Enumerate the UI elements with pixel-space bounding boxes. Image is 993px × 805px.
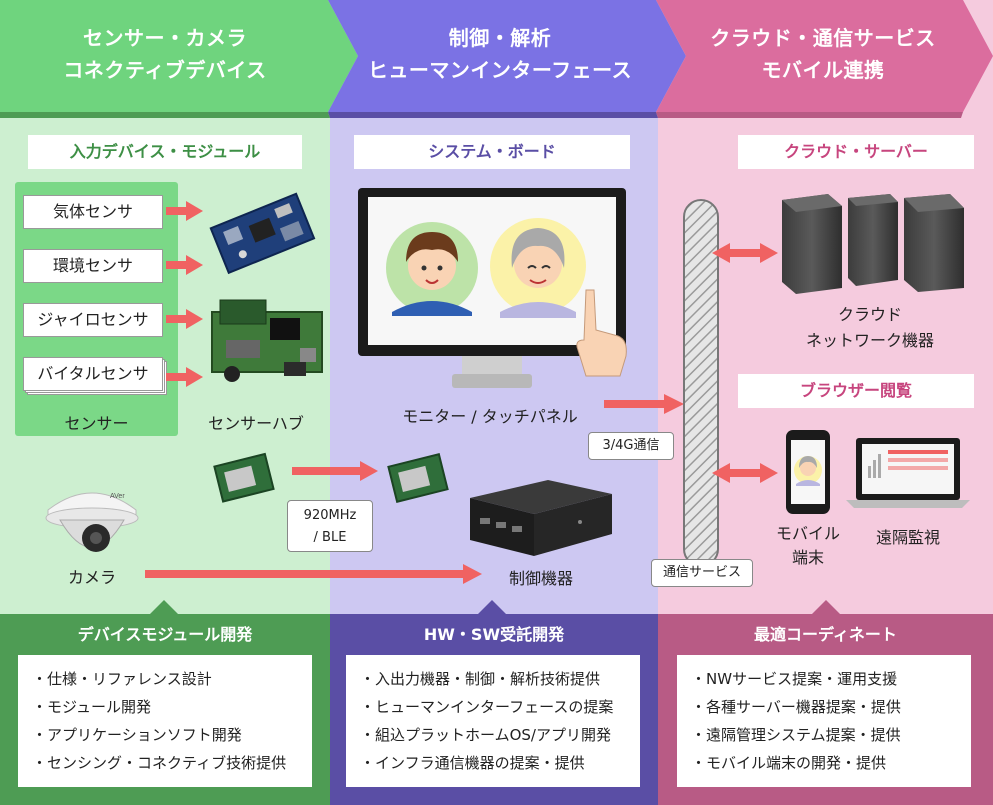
list-item: 各種サーバー機器提案・提供	[691, 693, 971, 721]
sensor-arrow-2	[166, 255, 203, 275]
list-item: NWサービス提案・運用支援	[691, 665, 971, 693]
left-header-band	[0, 0, 358, 112]
list-item: 遠隔管理システム提案・提供	[691, 721, 971, 749]
controller-label: 制御機器	[508, 569, 573, 588]
camera-image: AVer	[45, 492, 139, 552]
list-item: インフラ通信機器の提案・提供	[360, 749, 640, 777]
list-item: アプリケーションソフト開発	[32, 721, 312, 749]
remote-label: 遠隔監視	[875, 528, 940, 547]
middle-bullet-list: 入出力機器・制御・解析技術提供 ヒューマンインターフェースの提案 組込プラットホ…	[346, 655, 640, 787]
cloud-label: クラウド ネットワーク機器	[805, 305, 934, 350]
left-bottom-notch	[150, 600, 178, 614]
sensor-group-label: センサー	[64, 414, 129, 433]
right-header-title: クラウド・通信サービス モバイル連携	[710, 26, 936, 82]
right-header-shadow	[656, 112, 963, 118]
sensor-hub-image	[211, 299, 323, 382]
monitor-arrow	[604, 394, 684, 414]
controller-image	[470, 480, 612, 556]
sensor-arrow-1	[166, 201, 203, 221]
monitor-image	[358, 188, 627, 388]
list-item: 入出力機器・制御・解析技術提供	[360, 665, 640, 693]
left-bullet-list: 仕様・リファレンス設計 モジュール開発 アプリケーションソフト開発 センシング・…	[18, 655, 312, 787]
right-section-title: クラウド・サーバー	[738, 135, 974, 169]
monitor-label: モニター / タッチパネル	[402, 407, 578, 426]
mobile-label: モバイル 端末	[775, 524, 840, 567]
mobile-network-tag: 3/4G通信	[588, 432, 674, 460]
right-bottom-notch	[812, 600, 840, 614]
sensor-environment: 環境センサ	[23, 249, 163, 283]
browser-title: ブラウザー閲覧	[738, 374, 974, 408]
server-1-image	[782, 194, 842, 294]
right-header-band	[656, 0, 993, 112]
middle-header-shadow	[328, 112, 658, 118]
middle-header-title: 制御・解析 ヒューマンインターフェース	[367, 26, 633, 82]
camera-label: カメラ	[67, 568, 116, 587]
server-2-image	[848, 194, 898, 286]
svg-text:AVer: AVer	[110, 493, 125, 500]
list-item: センシング・コネクティブ技術提供	[32, 749, 312, 777]
list-item: 仕様・リファレンス設計	[32, 665, 312, 693]
header-chevrons	[0, 0, 993, 118]
sensor-gyro: ジャイロセンサ	[23, 303, 163, 337]
radio-tag: 920MHz / BLE	[287, 500, 373, 552]
left-section-title: 入力デバイス・モジュール	[28, 135, 302, 169]
sensor-vital: バイタルセンサ	[23, 357, 163, 391]
laptop-image	[846, 438, 970, 508]
camera-arrow	[145, 564, 482, 584]
right-bottom-title: 最適コーディネート	[754, 625, 897, 644]
smartphone-image	[786, 430, 830, 514]
cloud-double-arrow	[712, 243, 778, 263]
sensor-board-image	[209, 192, 316, 275]
mobile-double-arrow	[712, 463, 778, 483]
radio-link-arrow	[292, 461, 378, 481]
list-item: モバイル端末の開発・提供	[691, 749, 971, 777]
radio-module-right-image	[387, 453, 449, 503]
list-item: モジュール開発	[32, 693, 312, 721]
server-3-image	[904, 194, 964, 292]
communication-bar	[683, 199, 719, 567]
left-header-title: センサー・カメラ コネクティブデバイス	[63, 26, 267, 82]
left-bottom-title: デバイスモジュール開発	[77, 625, 253, 644]
comm-service-tag: 通信サービス	[651, 559, 753, 587]
radio-module-left-image	[213, 452, 275, 503]
middle-bottom-title: HW・SW受託開発	[423, 625, 565, 644]
middle-header-band	[328, 0, 686, 112]
middle-bottom-notch	[478, 600, 506, 614]
sensor-arrow-4	[166, 367, 203, 387]
sensor-hub-label: センサーハブ	[208, 414, 304, 433]
list-item: 組込プラットホームOS/アプリ開発	[360, 721, 640, 749]
right-bullet-list: NWサービス提案・運用支援 各種サーバー機器提案・提供 遠隔管理システム提案・提…	[677, 655, 971, 787]
list-item: ヒューマンインターフェースの提案	[360, 693, 640, 721]
middle-section-title: システム・ボード	[354, 135, 630, 169]
left-header-shadow	[0, 112, 330, 118]
sensor-gas: 気体センサ	[23, 195, 163, 229]
sensor-arrow-3	[166, 309, 203, 329]
